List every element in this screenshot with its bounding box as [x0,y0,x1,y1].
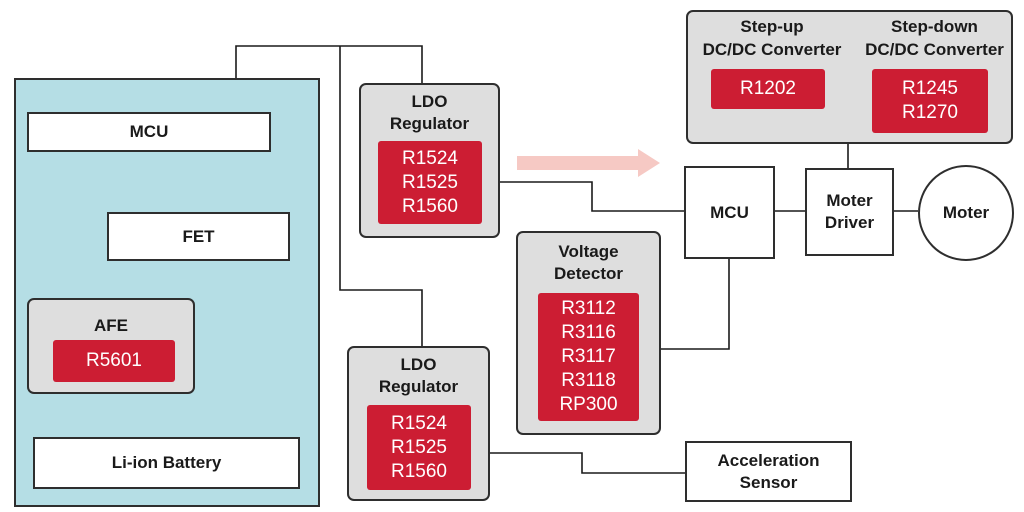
step-down-title-line-2: DC/DC Converter [865,40,1004,59]
voltage-detector-block: Voltage Detector R3112 R3116 R3117 R3118… [516,231,661,435]
pack-mcu-block: MCU [27,112,271,152]
motor-driver-label-line-1: Moter [826,191,873,210]
system-mcu-block: MCU [684,166,775,259]
voltage-detector-title-line-1: Voltage [558,242,619,261]
part-number: R1524 [402,147,458,169]
part-number: R1524 [391,412,447,434]
part-number: R1202 [740,78,796,99]
wire-detector-to-mcu [660,258,730,350]
flow-arrow-shape [517,149,660,177]
motor-driver-label: Moter Driver [807,190,892,234]
wire-ldo-top-to-mcu [499,181,684,212]
ldo-top-title-line-1: LDO [411,92,448,111]
part-number: R1560 [402,195,458,217]
acceleration-sensor-block: Acceleration Sensor [685,441,852,502]
motor-label: Moter [942,203,990,222]
acceleration-sensor-label-line-1: Acceleration [717,450,820,470]
step-up-title-line-2: DC/DC Converter [702,40,842,59]
part-number: R1245 [902,78,958,99]
step-up-part-numbers: R1202 [711,69,825,109]
acceleration-sensor-label: Acceleration Sensor [687,450,850,494]
wire-pack-to-ldo-bottom [339,46,423,346]
part-number: R3118 [561,370,616,391]
voltage-detector-title-line-2: Detector [554,264,623,283]
fet-label: FET [182,226,215,246]
part-number: RP300 [559,394,618,415]
afe-part-number: R5601 [53,340,175,382]
part-number: R1525 [402,171,458,193]
part-number: R5601 [86,350,142,371]
step-down-title-line-1: Step-down [891,17,978,36]
fet-block: FET [107,212,290,261]
afe-block: AFE R5601 [27,298,195,394]
motor-circle: Moter [918,165,1014,261]
part-number: R3116 [561,322,616,343]
ldo-bottom-part-numbers: R1524 R1525 R1560 [367,405,471,490]
pack-mcu-label: MCU [129,122,169,141]
battery-label: Li-ion Battery [111,453,222,472]
part-number: R1560 [391,460,447,482]
part-number: R3112 [561,298,616,319]
wire-ldo-bottom-to-sensor [489,452,685,474]
system-mcu-label: MCU [710,202,749,222]
ldo-regulator-top: LDO Regulator R1524 R1525 R1560 [359,83,500,238]
part-number: R1525 [391,436,447,458]
motor-driver-label-line-2: Driver [824,213,875,232]
afe-title: AFE [94,316,128,335]
motor-driver-block: Moter Driver [805,168,894,256]
right-arrow-icon [517,149,660,177]
dcdc-converters-block: Step-up DC/DC Converter R1202 Step-down … [686,10,1013,144]
part-number: R1270 [902,102,958,123]
li-ion-battery-block: Li-ion Battery [33,437,300,489]
step-down-part-numbers: R1245 R1270 [872,69,988,133]
step-up-title-line-1: Step-up [740,17,804,36]
ldo-top-title-line-2: Regulator [389,114,470,133]
ldo-bottom-title-line-2: Regulator [378,377,459,396]
ldo-top-part-numbers: R1524 R1525 R1560 [378,141,482,224]
acceleration-sensor-label-line-2: Sensor [739,472,798,492]
voltage-detector-part-numbers: R3112 R3116 R3117 R3118 RP300 [538,293,639,421]
wire-pack-to-ldo-top [235,45,423,83]
ldo-bottom-title-line-1: LDO [400,355,437,374]
ldo-regulator-bottom: LDO Regulator R1524 R1525 R1560 [347,346,490,501]
part-number: R3117 [561,346,616,367]
